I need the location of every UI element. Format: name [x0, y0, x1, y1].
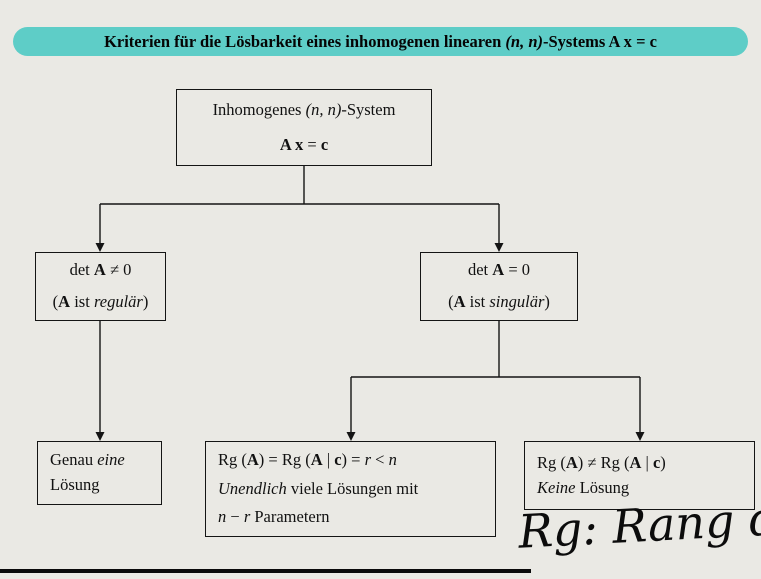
- node-system-equation: A x = c: [279, 134, 329, 154]
- arrowhead-infinite: [346, 432, 356, 441]
- node-infinite-solutions: Rg (A) = Rg (A | c) = r < n Unendlich vi…: [205, 441, 496, 537]
- arrowhead-unique: [95, 432, 105, 441]
- node-infinite-line2: Unendlich viele Lösungen mit: [218, 478, 419, 498]
- node-no-solution-line2: Keine Lösung: [537, 477, 630, 497]
- node-no-solution: Rg (A) ≠ Rg (A | c) Keine Lösung: [524, 441, 755, 510]
- node-infinite-line1: Rg (A) = Rg (A | c) = r < n: [218, 449, 397, 469]
- arrowhead-regular: [95, 243, 105, 252]
- node-infinite-line3: n − r Parametern: [218, 507, 330, 527]
- node-det-zero-line1: det A = 0: [467, 260, 531, 280]
- node-no-solution-line1: Rg (A) ≠ Rg (A | c): [537, 452, 666, 472]
- arrowhead-singular: [494, 243, 504, 252]
- node-inhomogeneous-system: Inhomogenes (n, n)-System A x = c: [176, 89, 432, 166]
- slide-title: Kriterien für die Lösbarkeit eines inhom…: [104, 31, 657, 51]
- node-det-nonzero: det A ≠ 0 (A ist regulär): [35, 252, 166, 321]
- node-det-zero: det A = 0 (A ist singulär): [420, 252, 578, 321]
- bottom-rule: [0, 569, 531, 573]
- title-banner: Kriterien für die Lösbarkeit eines inhom…: [13, 27, 748, 56]
- node-system-line1: Inhomogenes (n, n)-System: [212, 99, 396, 119]
- arrowhead-none: [635, 432, 645, 441]
- node-unique-line2: Lösung: [50, 475, 100, 494]
- node-det-nonzero-line1: det A ≠ 0: [69, 260, 132, 280]
- node-det-zero-line2: (A ist singulär): [448, 292, 550, 311]
- node-det-nonzero-line2: (A ist regulär): [52, 292, 149, 311]
- node-unique-line1: Genau eine: [50, 450, 125, 470]
- node-unique-solution: Genau eine Lösung: [37, 441, 162, 505]
